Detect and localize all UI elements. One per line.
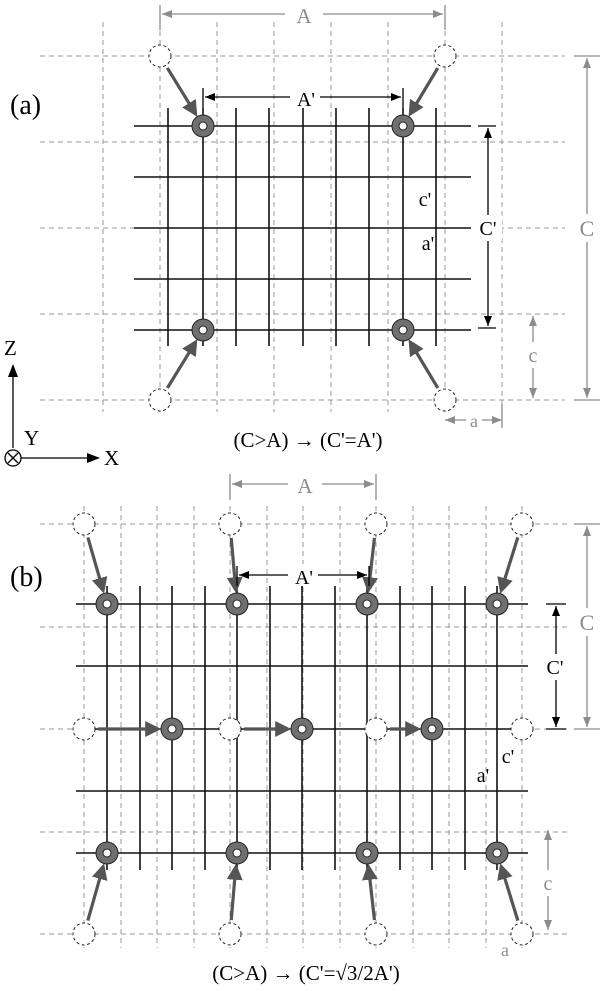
panel-a-dimension-a	[445, 404, 503, 430]
panel-a-displaced-atoms	[191, 114, 415, 342]
panel-b-caption: (C>A) → (C'=√3/2A')	[212, 961, 399, 985]
atom-core	[198, 121, 208, 131]
panel-a: A A' C' C	[10, 2, 600, 452]
panel-b-dim-C-prime-label: C'	[547, 657, 564, 679]
atom-core	[167, 724, 177, 734]
panel-a-dim-C-prime-label: C'	[480, 218, 497, 240]
panel-a-dim-A-label: A	[296, 4, 312, 28]
atom-core	[398, 121, 408, 131]
displacement-arrow	[226, 537, 243, 594]
original-atom-site	[364, 922, 388, 946]
original-atom-site	[72, 512, 96, 536]
panel-b-dim-a-label: a	[501, 940, 509, 960]
atom-core	[427, 724, 437, 734]
original-atom-site	[148, 388, 172, 412]
panel-a-dim-C-label: C	[580, 216, 595, 241]
panel-a-dimension-c	[524, 316, 542, 398]
original-atom-site	[433, 388, 457, 412]
original-atom-site	[218, 717, 242, 741]
panel-a-dimension-A	[159, 2, 446, 30]
original-atom-site	[433, 44, 457, 68]
original-atom-site	[148, 44, 172, 68]
panel-a-dimension-A-prime	[202, 86, 404, 108]
panel-a-displacement-arrows	[165, 67, 440, 389]
x-axis-label: X	[104, 446, 119, 470]
panel-b-dimension-C	[574, 523, 600, 730]
displacement-arrow	[408, 339, 440, 389]
original-atom-site	[218, 512, 242, 536]
panel-b-label: (b)	[10, 562, 43, 593]
panel-b-dimension-c	[539, 830, 557, 930]
panel-b-displacement-arrows	[86, 536, 520, 922]
panel-b-dim-c-label: c	[544, 873, 553, 895]
panel-b-a-prime-label: a'	[477, 765, 489, 787]
panel-a-label: (a)	[10, 90, 41, 121]
atom-core	[198, 325, 208, 335]
panel-b-dimension-A-prime	[236, 564, 370, 586]
original-atom-site	[510, 512, 534, 536]
panel-a-dimension-C	[574, 55, 600, 401]
panel-a-a-prime-label: a'	[422, 233, 434, 255]
original-atom-site	[510, 717, 534, 741]
panel-a-c-prime-label: c'	[419, 189, 431, 211]
displacement-arrow	[165, 339, 198, 389]
panel-b-dimension-A	[229, 472, 377, 500]
panel-a-dim-c-label: c	[529, 345, 538, 367]
atom-core	[102, 848, 112, 858]
z-axis-arrowhead	[8, 364, 18, 377]
panel-b-c-prime-label: c'	[502, 746, 514, 768]
y-axis-label: Y	[24, 426, 39, 450]
panel-a-dim-a-label: a	[470, 411, 478, 431]
atom-core	[398, 325, 408, 335]
original-atom-site	[364, 512, 388, 536]
displacement-arrow	[497, 536, 520, 594]
panel-a-dimension-C-prime	[472, 125, 502, 329]
atom-core	[362, 599, 372, 609]
x-axis-arrowhead	[87, 453, 100, 463]
panel-b-dimension-C-prime	[540, 603, 570, 730]
y-axis-into-page-icon	[4, 449, 22, 467]
atom-core	[232, 599, 242, 609]
panel-a-original-atom-sites	[148, 44, 457, 412]
original-atom-site	[72, 717, 96, 741]
atom-core	[492, 599, 502, 609]
atom-core	[362, 848, 372, 858]
displacement-arrow	[86, 863, 108, 921]
original-atom-site	[364, 717, 388, 741]
panel-b-dim-C-label: C	[580, 610, 595, 635]
panel-b-strained-lattice-grid	[76, 586, 528, 870]
atom-core	[297, 724, 307, 734]
displacement-arrow	[226, 863, 243, 921]
panel-a-caption: (C>A) → (C'=A')	[233, 428, 382, 452]
atom-core	[492, 848, 502, 858]
panel-b: A A' C' C	[10, 472, 600, 985]
panel-a-strained-lattice-grid	[134, 108, 471, 346]
panel-a-dim-A-prime-label: A'	[297, 89, 315, 111]
original-atom-site	[218, 922, 242, 946]
displacement-arrow	[86, 537, 108, 594]
panel-b-dim-A-prime-label: A'	[295, 567, 313, 589]
panel-b-original-atom-sites	[72, 512, 534, 946]
displacement-arrow	[165, 67, 198, 117]
original-atom-site	[510, 922, 534, 946]
original-atom-site	[72, 922, 96, 946]
atom-core	[232, 848, 242, 858]
panel-b-dim-A-label: A	[297, 474, 313, 498]
coordinate-axes: Z Y X	[4, 336, 119, 470]
displacement-arrow	[408, 67, 440, 117]
atom-core	[102, 599, 112, 609]
z-axis-label: Z	[4, 336, 17, 360]
displacement-arrow	[362, 863, 378, 921]
panel-b-displaced-atoms	[95, 592, 509, 865]
displacement-arrow	[497, 863, 520, 922]
